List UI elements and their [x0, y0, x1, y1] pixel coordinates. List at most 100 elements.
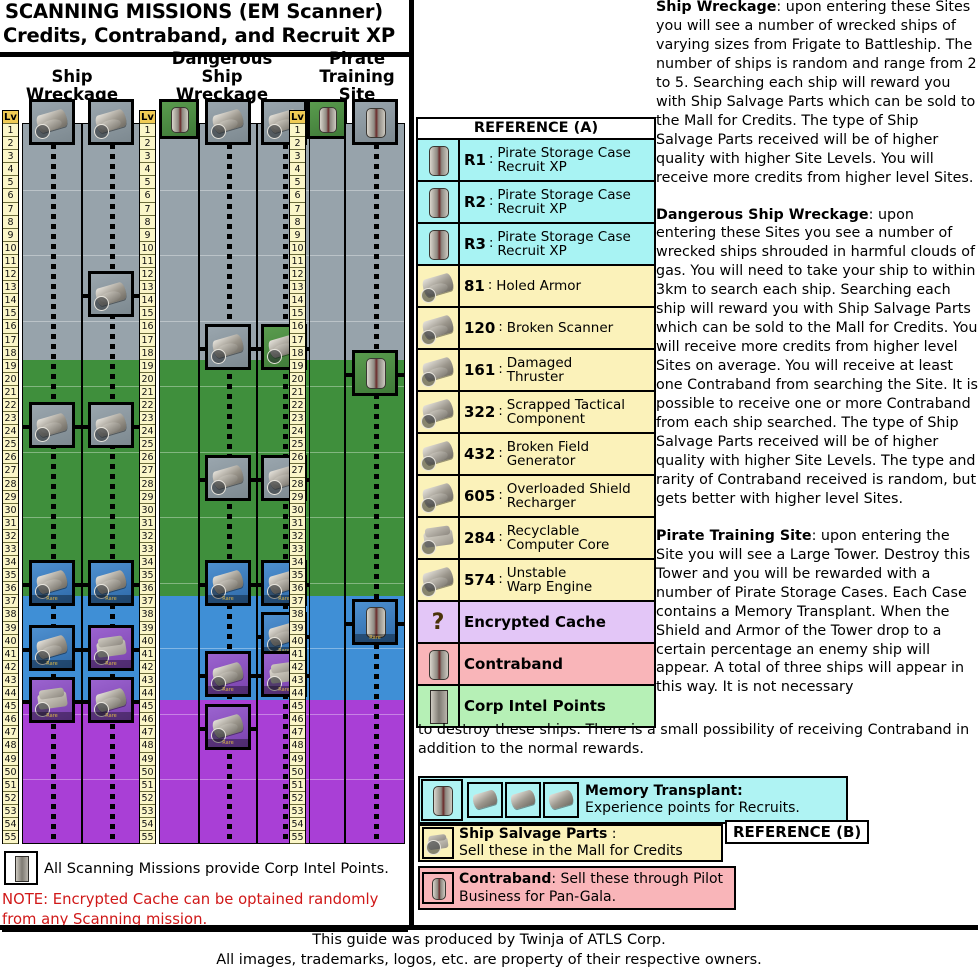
loot-chip: Rare	[29, 677, 75, 724]
level-cell: 28	[140, 477, 155, 491]
level-cell: 46	[140, 713, 155, 727]
reference-a-item-code: 432	[464, 444, 496, 463]
loot-chip: Rare	[29, 625, 75, 671]
level-cell: 28	[290, 477, 305, 491]
level-cell: 29	[3, 490, 18, 504]
level-cell: 2	[3, 137, 18, 151]
reference-a-separator: :	[498, 361, 503, 377]
memory-transplant-desc: Experience points for Recruits.	[585, 800, 800, 816]
level-cell: 7	[290, 202, 305, 216]
level-cell: 13	[290, 281, 305, 295]
ship-salvage-parts-row: Ship Salvage Parts : Sell these in the M…	[418, 824, 723, 862]
level-scale-header: Lv	[3, 111, 18, 124]
level-band	[160, 595, 198, 701]
column-heading-pirate-training-site: Pirate Training Site	[305, 50, 409, 104]
title-divider	[0, 52, 414, 57]
reference-a-item-name: Encrypted Cache	[464, 612, 606, 631]
level-cell: 54	[3, 817, 18, 832]
level-cell: 53	[290, 804, 305, 818]
column-heading-dangerous-ship-wreckage: Dangerous Ship Wreckage	[158, 50, 286, 104]
level-cell: 33	[3, 543, 18, 557]
level-cell: 1	[3, 124, 18, 138]
level-band	[160, 359, 198, 596]
level-cell: 45	[290, 700, 305, 714]
level-cell: 18	[3, 346, 18, 360]
level-cell: 1	[290, 124, 305, 138]
reference-a-separator: :	[498, 403, 503, 419]
rarity-tag: Rare	[208, 738, 248, 747]
body-text-column: Ship Wreckage : upon entering these Sites…	[656, 0, 978, 697]
level-cell: 28	[3, 477, 18, 491]
grid-line	[160, 713, 198, 715]
ship-salvage-parts-desc: Sell these in the Mall for Credits	[459, 843, 683, 859]
reference-a-row-text: Corp Intel Points	[460, 686, 654, 726]
level-cell: 25	[290, 438, 305, 452]
drop-track	[309, 123, 345, 844]
grid-line	[310, 189, 344, 191]
level-cell: 54	[140, 817, 155, 832]
level-cell: 21	[3, 385, 18, 399]
rarity-tag: Rare	[264, 646, 304, 655]
grid-line	[310, 386, 344, 387]
reference-a-row: Corp Intel Points	[418, 686, 654, 726]
drop-track	[159, 123, 199, 844]
heading-line: Ship	[201, 67, 243, 86]
level-cell: 52	[290, 791, 305, 805]
encrypted-cache-icon: ?	[418, 602, 460, 642]
connector-line	[109, 124, 115, 843]
level-cell: 41	[290, 647, 305, 661]
grid-line	[160, 255, 198, 256]
level-cell: 39	[3, 621, 18, 635]
level-cell: 46	[3, 713, 18, 727]
level-cell: 22	[3, 398, 18, 413]
level-cell: 35	[140, 569, 155, 583]
level-cell: 53	[140, 804, 155, 818]
level-cell: 51	[140, 778, 155, 792]
level-cell: 17	[290, 333, 305, 347]
ship-wreckage-label: Ship Wreckage	[656, 0, 777, 15]
level-cell: 18	[290, 346, 305, 360]
level-cell: 30	[140, 503, 155, 517]
reference-a-item-code: R3	[464, 234, 486, 253]
reference-a-item-code: 322	[464, 402, 496, 421]
grid-line	[310, 648, 344, 649]
reference-a-item-code: 81	[464, 276, 485, 295]
level-band	[160, 700, 198, 843]
level-cell: 12	[290, 268, 305, 282]
drop-track	[82, 123, 140, 844]
paragraph-dangerous-ship-wreckage: Dangerous Ship Wreckage: upon entering t…	[656, 206, 978, 509]
level-cell: 2	[290, 137, 305, 151]
footer: This guide was produced by Twinja of ATL…	[0, 931, 978, 970]
loot-chip	[159, 99, 199, 139]
page-title: SCANNING MISSIONS (EM Scanner) Credits, …	[0, 0, 414, 52]
grid-line	[310, 582, 344, 584]
loot-chip: Rare	[88, 559, 134, 606]
level-cell: 38	[140, 608, 155, 622]
dangerous-ship-wreckage-text: : upon entering these Sites you see a nu…	[656, 206, 978, 507]
level-cell: 31	[3, 516, 18, 530]
title-line-2: Credits, Contraband, and Recruit XP	[3, 24, 395, 47]
contraband-icon	[418, 644, 460, 684]
grid-line	[310, 713, 344, 715]
level-scale-header: Lv	[290, 111, 305, 124]
level-cell: 4	[290, 163, 305, 177]
reference-a-separator: :	[489, 193, 494, 209]
rarity-tag: Rare	[32, 594, 72, 603]
loot-chip	[307, 99, 347, 139]
reference-a-item-name: Holed Armor	[496, 277, 582, 294]
level-cell: 51	[290, 778, 305, 792]
level-band	[310, 700, 344, 843]
field-generator-icon	[418, 434, 460, 474]
